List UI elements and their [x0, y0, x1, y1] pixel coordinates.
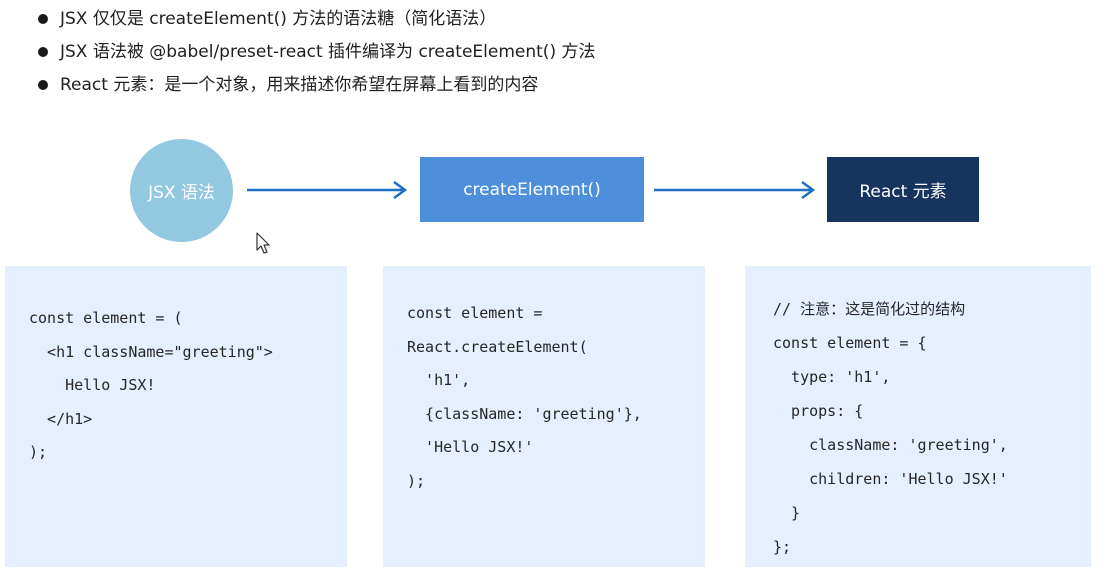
bullet-list: JSX 仅仅是 createElement() 方法的语法糖（简化语法） JSX…	[38, 6, 595, 105]
code-line: const element = {	[773, 334, 927, 352]
code-line: <h1 className="greeting">	[29, 342, 273, 361]
arrow-create-to-react	[654, 180, 816, 200]
mouse-cursor-icon	[256, 232, 270, 254]
code-line: props: {	[773, 402, 864, 420]
jsx-code-panel: const element = ( <h1 className="greetin…	[5, 266, 347, 567]
jsx-syntax-node: JSX 语法	[130, 139, 233, 242]
react-element-node: React 元素	[827, 157, 979, 222]
code-line: type: 'h1',	[773, 368, 891, 386]
bullet-item-react-element: React 元素：是一个对象，用来描述你希望在屏幕上看到的内容	[38, 72, 595, 105]
code-comment-line: // 注意：这是简化过的结构	[773, 300, 966, 318]
create-element-node: createElement()	[420, 157, 644, 222]
code-line: };	[773, 538, 792, 556]
code-line: Hello JSX!	[29, 376, 156, 394]
react-element-label: React 元素	[859, 182, 947, 202]
code-line: className: 'greeting',	[773, 436, 1008, 454]
bullet-text: JSX 仅仅是 createElement() 方法的语法糖（简化语法）	[60, 9, 497, 29]
bullet-text: React 元素：是一个对象，用来描述你希望在屏幕上看到的内容	[60, 75, 539, 95]
code-line: );	[29, 443, 48, 461]
react-element-code-panel: // 注意：这是简化过的结构 const element = { type: '…	[745, 266, 1091, 567]
arrow-jsx-to-create	[247, 180, 408, 200]
code-line: 'h1',	[407, 371, 471, 389]
code-line: React.createElement(	[407, 337, 588, 356]
create-element-code-panel: const element = React.createElement( 'h1…	[383, 266, 705, 567]
bullet-item-babel: JSX 语法被 @babel/preset-react 插件编译为 create…	[38, 39, 595, 72]
code-line: {className: 'greeting'},	[407, 404, 642, 423]
code-line: }	[773, 504, 801, 522]
code-line: const element = (	[29, 309, 183, 327]
code-line: 'Hello JSX!'	[407, 438, 534, 456]
bullet-dot-icon	[38, 47, 48, 57]
code-line: children: 'Hello JSX!'	[773, 470, 1008, 488]
create-element-label: createElement()	[463, 179, 601, 200]
code-line: </h1>	[29, 409, 93, 428]
jsx-syntax-label: JSX 语法	[148, 183, 215, 203]
bullet-dot-icon	[38, 80, 48, 90]
bullet-text: JSX 语法被 @babel/preset-react 插件编译为 create…	[60, 42, 596, 62]
bullet-item-jsx-sugar: JSX 仅仅是 createElement() 方法的语法糖（简化语法）	[38, 6, 595, 39]
bullet-dot-icon	[38, 14, 48, 24]
code-line: );	[407, 471, 426, 490]
code-line: const element =	[407, 304, 543, 322]
